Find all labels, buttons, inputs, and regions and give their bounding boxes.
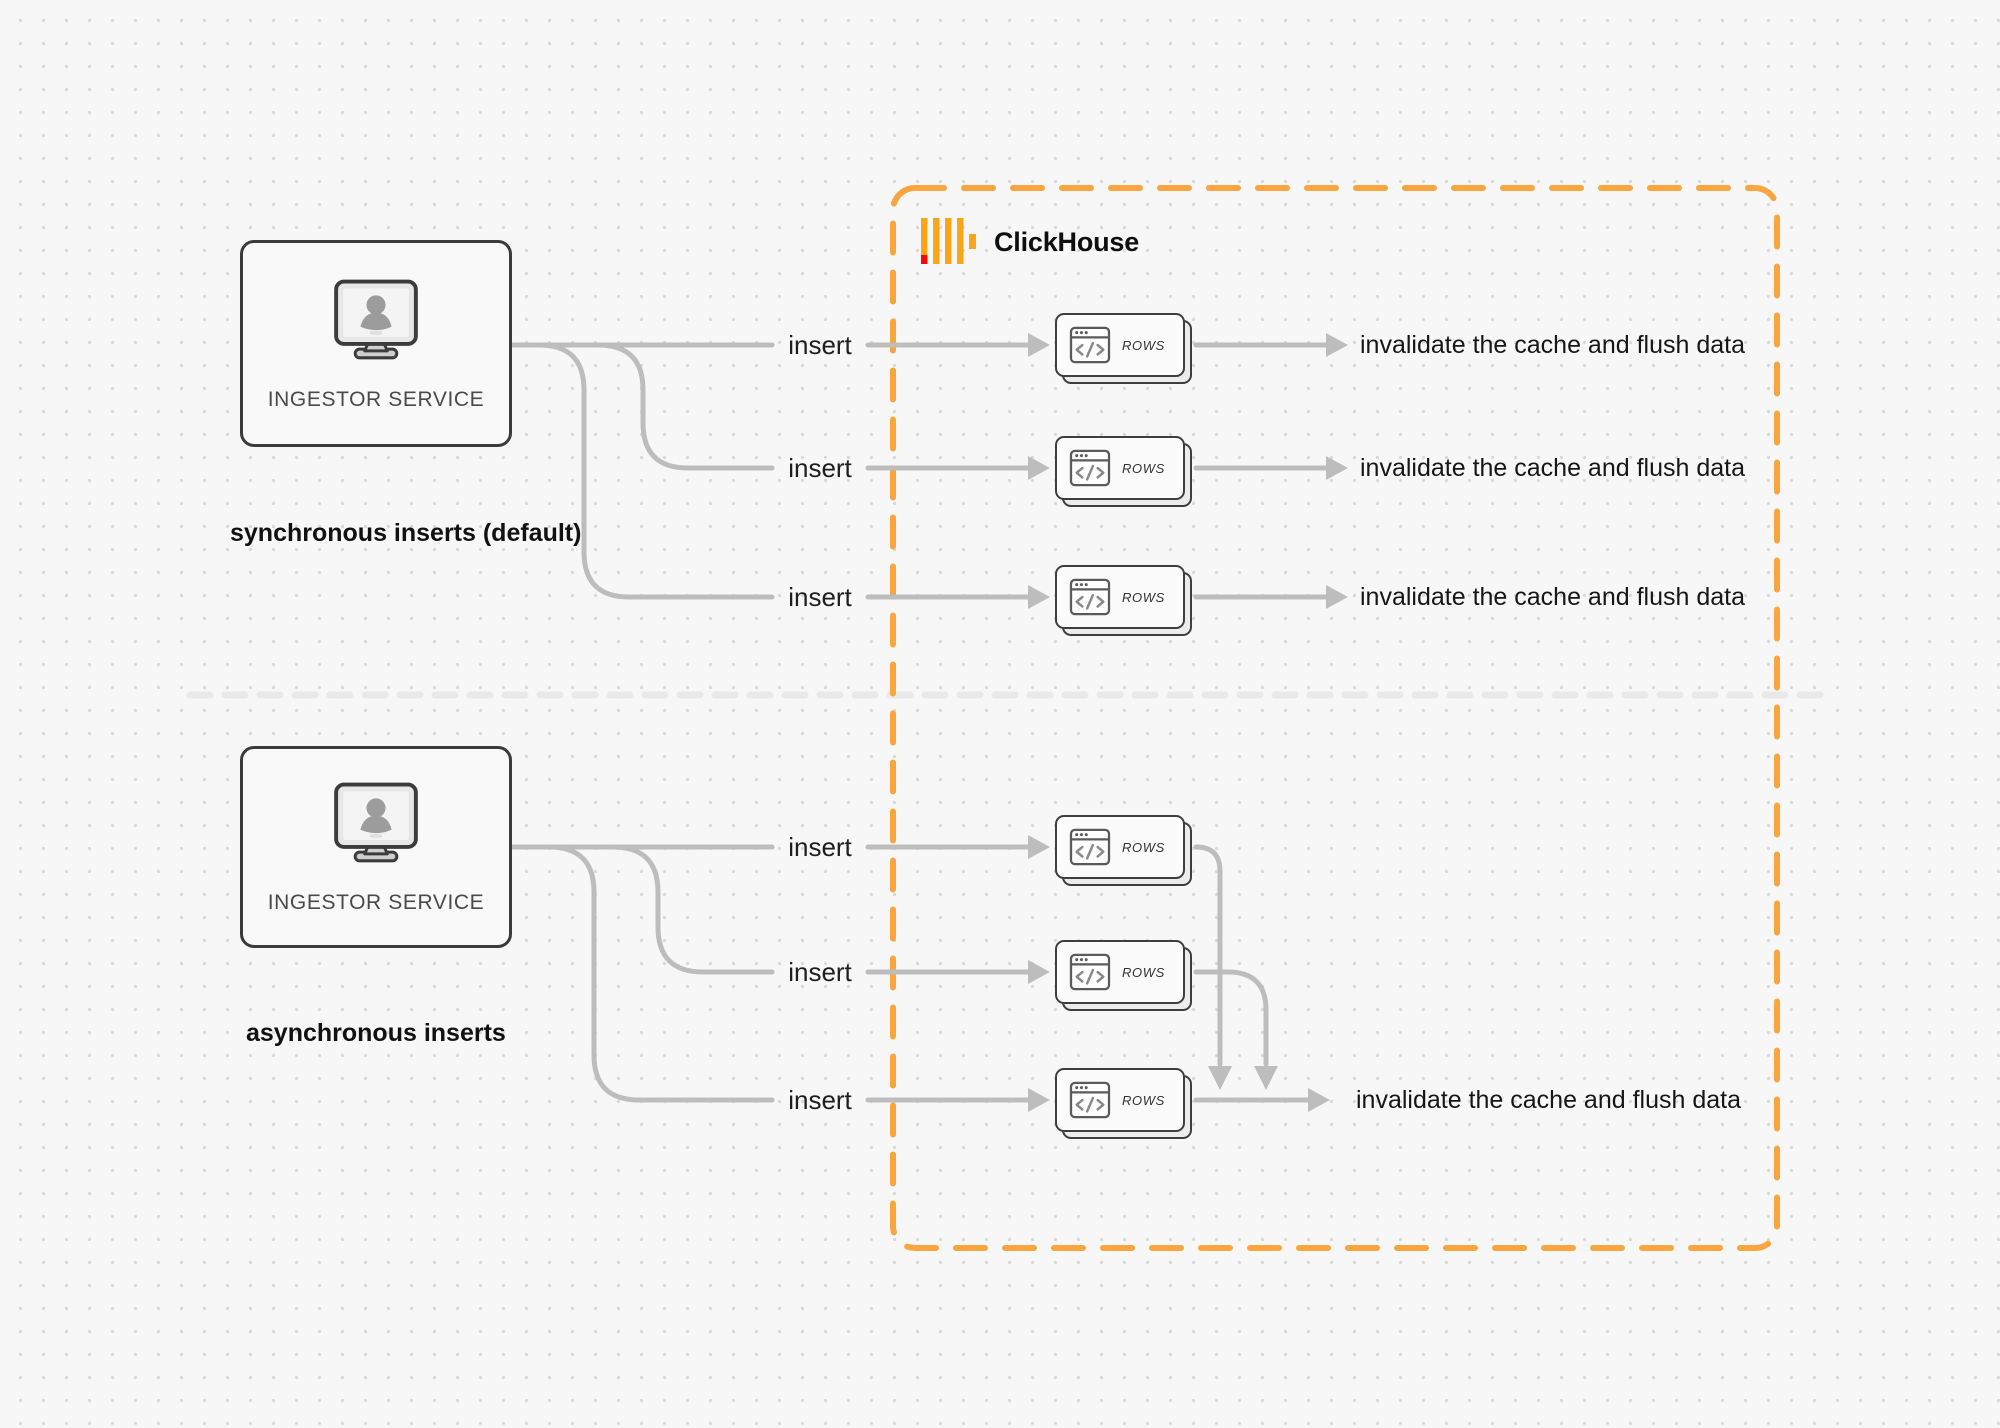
code-window-icon [1069, 1081, 1111, 1119]
ingestor-service-node-async: INGESTOR SERVICE [240, 746, 512, 948]
arrowheads [1028, 333, 1348, 1112]
arrowhead [1308, 1088, 1330, 1112]
invalidate-label: invalidate the cache and flush data [1356, 1086, 1741, 1114]
invalidate-label: invalidate the cache and flush data [1360, 331, 1745, 359]
arrowhead [1028, 1088, 1050, 1112]
insert-label: insert [788, 330, 852, 360]
rows-table-node: ROWS [1055, 815, 1192, 886]
code-window-icon [1069, 828, 1111, 866]
insert-label: insert [788, 582, 852, 612]
rows-table-node: ROWS [1055, 313, 1192, 384]
invalidate-label: invalidate the cache and flush data [1360, 454, 1745, 482]
arrowhead [1028, 835, 1050, 859]
arrowhead [1028, 333, 1050, 357]
rows-label: ROWS [1122, 964, 1165, 980]
async-line-row2 [610, 844, 775, 975]
code-window-icon [1069, 953, 1111, 991]
card-stack-front: ROWS [1055, 1068, 1185, 1132]
arrowhead [1326, 585, 1348, 609]
monitor-user-icon [334, 782, 418, 863]
card-stack-front: ROWS [1055, 436, 1185, 500]
arrowhead [1326, 333, 1348, 357]
rows-label: ROWS [1122, 1092, 1165, 1108]
monitor-user-icon [334, 279, 418, 359]
sync-line-row3 [536, 342, 775, 600]
arrowhead [1028, 456, 1050, 480]
clickhouse-logo-icon [921, 218, 976, 264]
rows-label: ROWS [1122, 460, 1165, 476]
sync-line-row2 [595, 342, 775, 471]
insert-label: insert [788, 957, 852, 987]
arrowhead [1326, 456, 1348, 480]
sync-section-caption: synchronous inserts (default) [230, 519, 582, 547]
insert-label: insert [788, 453, 852, 483]
rows-label: ROWS [1122, 839, 1165, 855]
clickhouse-wordmark: ClickHouse [994, 227, 1140, 257]
insert-label: insert [788, 832, 852, 862]
rows-label: ROWS [1122, 337, 1165, 353]
insert-label: insert [788, 1085, 852, 1115]
rows-label: ROWS [1122, 589, 1165, 605]
ingestor-service-node-sync: INGESTOR SERVICE [240, 240, 512, 447]
code-window-icon [1069, 449, 1111, 487]
async-line-row3 [546, 844, 775, 1103]
ingestor-service-label: INGESTOR SERVICE [267, 387, 485, 411]
rows-table-node: ROWS [1055, 565, 1192, 636]
code-window-icon [1069, 326, 1111, 364]
arrowhead [1028, 960, 1050, 984]
invalidate-label: invalidate the cache and flush data [1360, 583, 1745, 611]
rows-table-node: ROWS [1055, 940, 1192, 1011]
arrowhead-down [1254, 1066, 1278, 1090]
card-stack-front: ROWS [1055, 313, 1185, 377]
arrowhead-down [1208, 1066, 1232, 1090]
card-stack-front: ROWS [1055, 940, 1185, 1004]
card-stack-front: ROWS [1055, 815, 1185, 879]
async-section-caption: asynchronous inserts [246, 1019, 506, 1047]
connector-lines [509, 342, 1329, 1103]
async-merge-line2 [1193, 969, 1269, 1067]
async-merge-line1 [1193, 844, 1223, 1067]
code-window-icon [1069, 578, 1111, 616]
rows-table-node: ROWS [1055, 436, 1192, 507]
rows-table-node: ROWS [1055, 1068, 1192, 1139]
card-stack-front: ROWS [1055, 565, 1185, 629]
clickhouse-boundary-box [890, 185, 1780, 1251]
arrowhead [1028, 585, 1050, 609]
ingestor-service-label: INGESTOR SERVICE [267, 891, 485, 914]
